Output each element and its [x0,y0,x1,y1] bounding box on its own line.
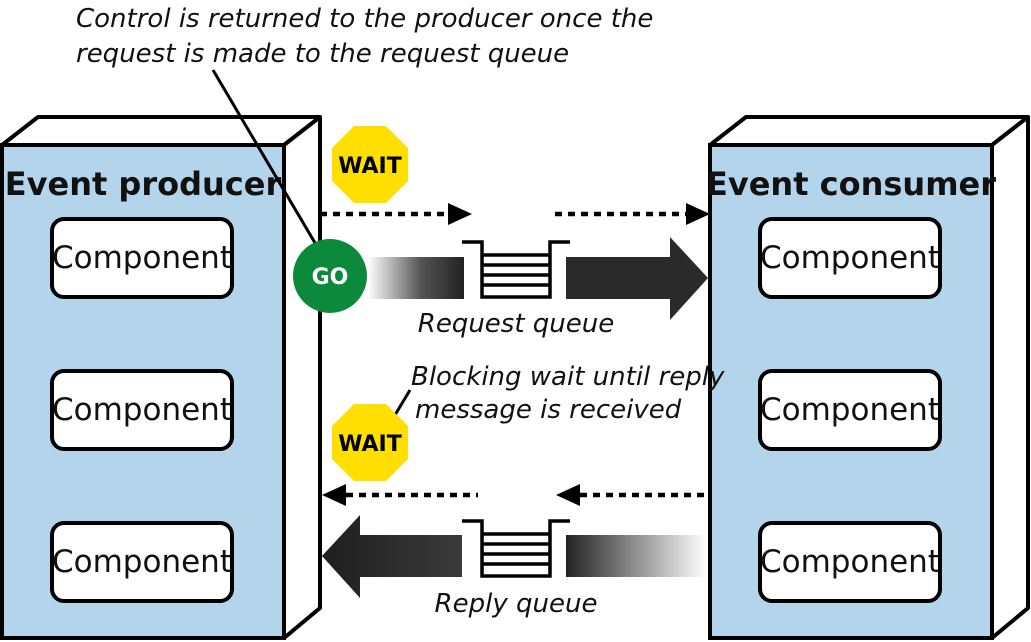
consumer-component-3-label: Component [760,544,940,580]
event-consumer-box: Event consumer Component Component Compo… [706,115,1030,640]
go-sign: GO [293,239,367,313]
event-producer-box: Event producer Component Component Compo… [0,115,322,640]
consumer-component-3 [758,521,942,603]
svg-text:WAIT: WAIT [338,154,402,179]
blocking-wait-note-line2: message is received [415,395,682,425]
producer-component-3-label: Component [52,544,232,580]
consumer-component-2-label: Component [760,392,940,428]
wait-sign-bottom: WAIT [332,404,408,481]
producer-component-3 [50,521,234,603]
consumer-component-1-label: Component [760,240,940,276]
event-producer-title: Event producer [5,165,282,203]
request-queue-label: Request queue [418,309,615,339]
control-returned-leader-line [211,69,320,249]
control-returned-note-line1: Control is returned to the producer once… [76,4,653,34]
svg-text:WAIT: WAIT [338,432,402,457]
reply-queue-icon [462,519,570,578]
producer-component-1 [50,217,234,299]
consumer-component-1 [758,217,942,299]
control-returned-note-line2: request is made to the request queue [76,39,569,69]
reply-queue-label: Reply queue [435,589,598,619]
request-dotted-arrow [320,203,710,225]
reply-arrow-tail [566,535,706,577]
event-consumer-title: Event consumer [706,165,996,203]
producer-component-2-label: Component [52,392,232,428]
reply-arrow-head [322,515,462,598]
producer-component-2 [50,369,234,451]
request-arrow-tail [368,257,464,299]
request-queue-icon [462,240,570,299]
reply-dotted-arrow [322,484,712,506]
consumer-component-2 [758,369,942,451]
producer-component-1-label: Component [52,240,232,276]
wait-sign-top: WAIT [332,126,408,203]
request-arrow-head [566,237,708,320]
svg-text:GO: GO [312,265,349,290]
blocking-wait-note-line1: Blocking wait until reply [411,362,725,392]
